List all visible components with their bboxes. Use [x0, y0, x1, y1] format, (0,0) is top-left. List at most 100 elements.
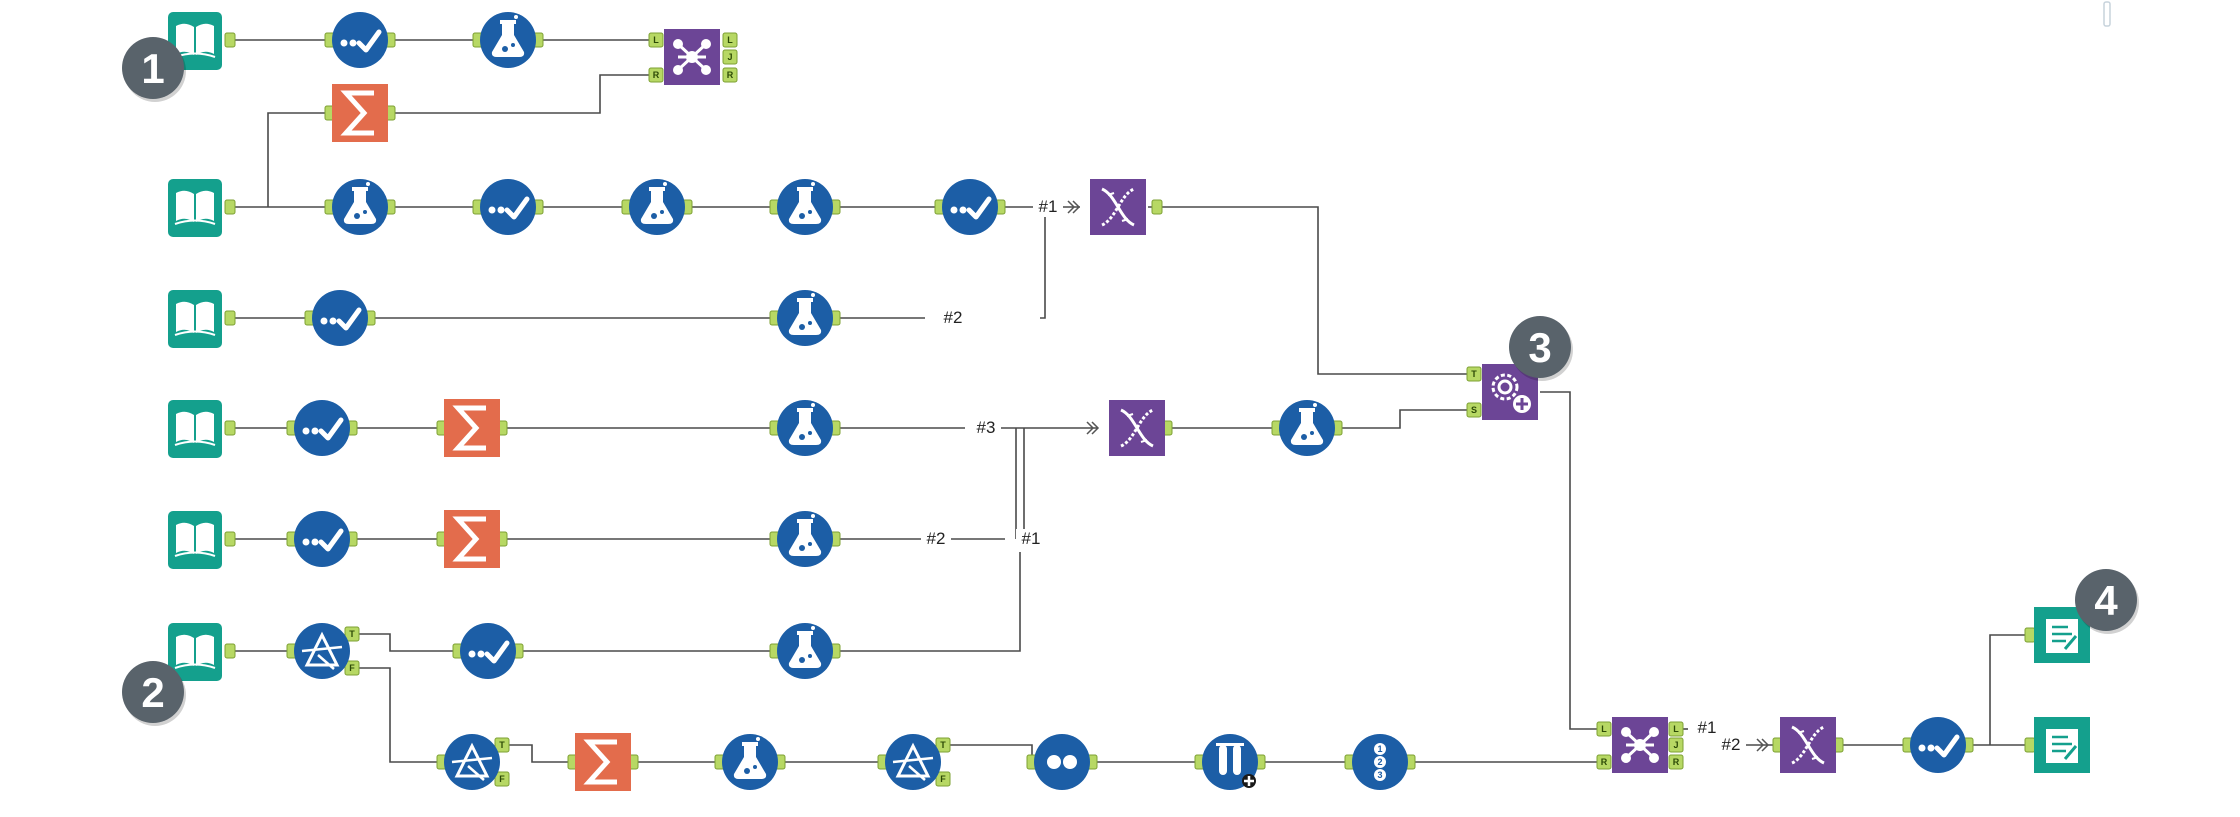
connection-order-label: #3: [977, 418, 996, 437]
connection-wire[interactable]: [390, 74, 660, 114]
labeled-anchor[interactable]: F: [935, 771, 951, 787]
labeled-anchor[interactable]: T: [494, 737, 510, 753]
connection-anchor[interactable]: [224, 420, 236, 436]
connection-wire[interactable]: [1337, 409, 1478, 429]
input-data-tool[interactable]: [167, 289, 223, 349]
input-data-tool[interactable]: [167, 510, 223, 570]
join-tool[interactable]: [662, 27, 722, 87]
select-tool[interactable]: [294, 511, 350, 567]
select-tool[interactable]: [332, 12, 388, 68]
connection-wire[interactable]: [267, 112, 330, 207]
labeled-anchor[interactable]: T: [344, 626, 360, 642]
formula-tool[interactable]: [629, 179, 685, 235]
connection-wire[interactable]: [1148, 206, 1478, 375]
select-tool[interactable]: [942, 179, 998, 235]
connection-wire[interactable]: [502, 744, 573, 763]
select-tool[interactable]: [480, 179, 536, 235]
svg-text:1: 1: [141, 45, 164, 92]
connection-anchor[interactable]: [224, 531, 236, 547]
formula-tool[interactable]: [777, 511, 833, 567]
connection-order-label: #1: [1698, 718, 1717, 737]
svg-text:4: 4: [2094, 577, 2118, 624]
connection-wire[interactable]: [1540, 391, 1600, 730]
connection-chevron-icon: [1756, 738, 1770, 752]
sample-tool[interactable]: [1200, 732, 1260, 792]
formula-tool[interactable]: [722, 734, 778, 790]
labeled-anchor[interactable]: R: [1668, 754, 1684, 770]
union-tool[interactable]: [1088, 177, 1148, 237]
step-marker-3: 3: [1509, 316, 1573, 381]
connection-wire[interactable]: [835, 552, 1021, 652]
connection-anchor[interactable]: [2024, 627, 2036, 643]
join-tool[interactable]: [1610, 715, 1670, 775]
formula-tool[interactable]: [777, 400, 833, 456]
scroll-handle[interactable]: [2103, 1, 2111, 27]
anchor-label: R: [727, 70, 734, 80]
formula-tool[interactable]: [777, 179, 833, 235]
connection-chevron-icon: [1086, 421, 1100, 435]
anchor-label: F: [940, 774, 946, 784]
formula-tool[interactable]: [480, 12, 536, 68]
input-data-tool[interactable]: [167, 178, 223, 238]
anchor-label: L: [1601, 724, 1607, 734]
select-tool[interactable]: [294, 400, 350, 456]
connection-wire[interactable]: [352, 667, 442, 763]
connection-anchor[interactable]: [2024, 737, 2036, 753]
labeled-anchor[interactable]: F: [344, 660, 360, 676]
connection-wire[interactable]: [943, 744, 1033, 762]
svg-text:2: 2: [141, 669, 164, 716]
connection-anchor[interactable]: [1151, 199, 1163, 215]
filter-tool[interactable]: [442, 732, 502, 792]
select-tool[interactable]: [312, 290, 368, 346]
connection-anchor[interactable]: [224, 32, 236, 48]
anchor-label: L: [727, 35, 733, 45]
summarize-tool[interactable]: [444, 510, 500, 568]
select-tool[interactable]: [1910, 717, 1966, 773]
connection-wire[interactable]: [1989, 634, 2030, 745]
filter-tool[interactable]: [883, 732, 943, 792]
unique-tool[interactable]: [1034, 734, 1090, 790]
summarize-tool[interactable]: [575, 733, 631, 791]
anchor-label: T: [1471, 369, 1477, 379]
connection-wire[interactable]: [1040, 207, 1046, 319]
anchor-label: L: [1673, 724, 1679, 734]
labeled-anchor[interactable]: R: [648, 67, 664, 83]
labeled-anchor[interactable]: L: [1668, 721, 1684, 737]
connection-wire[interactable]: [352, 633, 458, 652]
labeled-anchor[interactable]: L: [722, 32, 738, 48]
labeled-anchor[interactable]: T: [1466, 366, 1482, 382]
formula-tool[interactable]: [777, 290, 833, 346]
union-tool[interactable]: [1778, 715, 1838, 775]
anchor-label: F: [349, 663, 355, 673]
summarize-tool[interactable]: [332, 84, 388, 142]
anchor-label: F: [499, 774, 505, 784]
select-tool[interactable]: [460, 623, 516, 679]
formula-tool[interactable]: [777, 623, 833, 679]
connection-anchor[interactable]: [224, 310, 236, 326]
labeled-anchor[interactable]: L: [1596, 721, 1612, 737]
anchor-label: T: [940, 740, 946, 750]
formula-tool[interactable]: [332, 179, 388, 235]
connection-anchor[interactable]: [224, 643, 236, 659]
anchor-label: R: [1601, 757, 1608, 767]
labeled-anchor[interactable]: J: [1668, 737, 1684, 753]
input-data-tool[interactable]: [167, 399, 223, 459]
labeled-anchor[interactable]: R: [1596, 754, 1612, 770]
connection-anchor[interactable]: [224, 199, 236, 215]
filter-tool[interactable]: [292, 621, 352, 681]
labeled-anchor[interactable]: S: [1466, 402, 1482, 418]
formula-tool[interactable]: [1279, 400, 1335, 456]
anchor-label: S: [1471, 405, 1477, 415]
browse-tool[interactable]: [2032, 715, 2092, 775]
labeled-anchor[interactable]: J: [722, 49, 738, 65]
record-id-tool[interactable]: [1352, 734, 1408, 790]
labeled-anchor[interactable]: F: [494, 771, 510, 787]
labeled-anchor[interactable]: T: [935, 737, 951, 753]
summarize-tool[interactable]: [444, 399, 500, 457]
labeled-anchor[interactable]: R: [722, 67, 738, 83]
anchor-label: L: [653, 35, 659, 45]
labeled-anchor[interactable]: L: [648, 32, 664, 48]
step-marker-1: 1: [122, 37, 186, 102]
union-tool[interactable]: [1107, 398, 1167, 458]
